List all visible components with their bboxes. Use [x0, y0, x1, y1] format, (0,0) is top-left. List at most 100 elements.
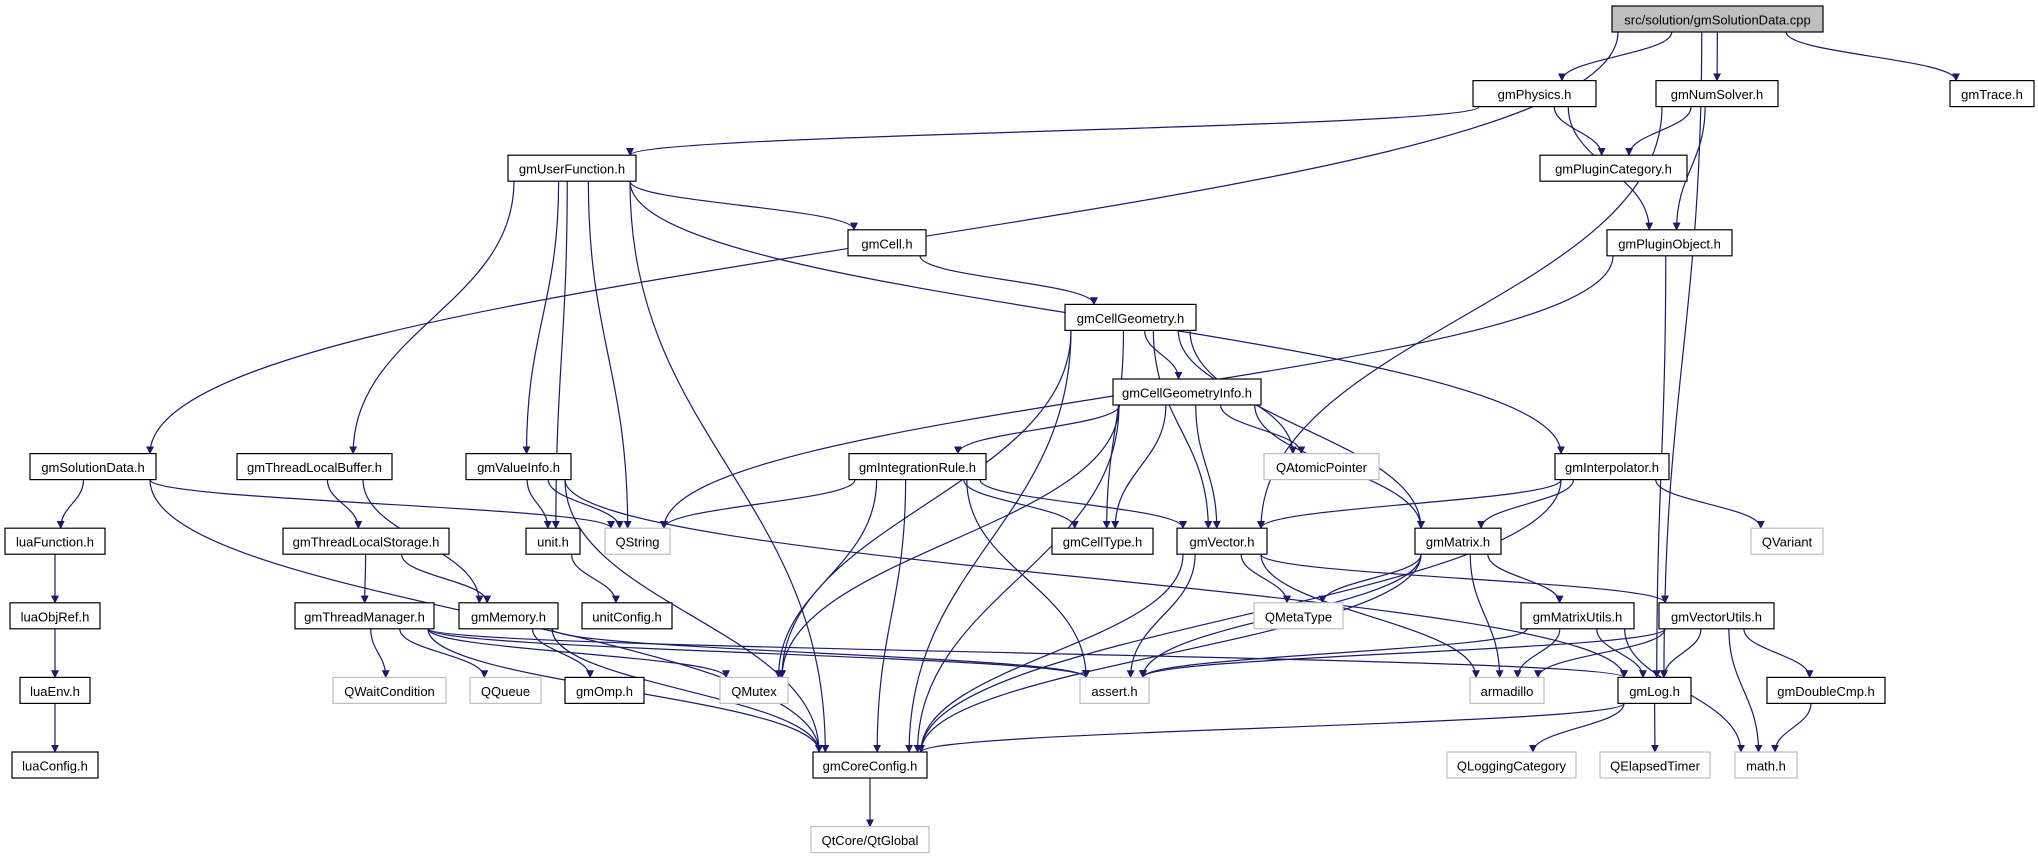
node-label: gmCellGeometry.h	[1077, 311, 1184, 326]
edge-gmthreadlocalstorage-h-to-gmthreadmanager-h	[360, 554, 369, 604]
edge-gmintegrationrule-h-to-gmcelltype-h	[963, 479, 1079, 529]
node-assert-h: assert.h	[1079, 676, 1150, 705]
node-box	[719, 676, 789, 705]
edge-gmvector-h-to-gmvectorutils-h	[1260, 553, 1669, 604]
node-gmmatrixutils-h[interactable]: gmMatrixUtils.h	[1520, 602, 1635, 630]
node-qmetatype: QMetaType	[1253, 602, 1344, 630]
node-box	[1051, 527, 1154, 555]
edge-gmthreadmanager-h-to-qmutex	[427, 628, 730, 679]
node-box	[1414, 527, 1502, 555]
edge-gmmemory-h-to-assert-h	[551, 628, 1090, 679]
node-gmpluginobject-h[interactable]: gmPluginObject.h	[1606, 229, 1733, 257]
node-box	[1469, 676, 1545, 705]
edge-gmlog-h-to-qloggingcategory	[1528, 703, 1625, 753]
node-gmlog-h[interactable]: gmLog.h	[1617, 676, 1692, 705]
node-box	[1599, 751, 1711, 779]
node-gmomp-h[interactable]: gmOmp.h	[564, 676, 645, 705]
node-gmvalueinfo-h[interactable]: gmValueInfo.h	[465, 453, 572, 481]
node-gmintegrationrule-h[interactable]: gmIntegrationRule.h	[848, 453, 987, 481]
node-gmplugincategory-h[interactable]: gmPluginCategory.h	[1539, 154, 1688, 182]
node-gmdoublecmp-h[interactable]: gmDoubleCmp.h	[1766, 676, 1886, 705]
node-gmvector-h[interactable]: gmVector.h	[1176, 527, 1268, 555]
edge-gmmatrix-h-to-qmetatype	[1318, 554, 1422, 604]
node-gmthreadmanager-h[interactable]: gmThreadManager.h	[294, 602, 435, 630]
node-math-h: math.h	[1734, 751, 1798, 779]
edge-unit-h-to-unitconfig-h	[570, 554, 620, 604]
node-gmcelltype-h[interactable]: gmCellType.h	[1051, 527, 1154, 555]
node-luaenv-h[interactable]: luaEnv.h	[19, 676, 91, 705]
node-src-solution-gmsolutiondata-cpp[interactable]: src/solution/gmSolutionData.cpp	[1611, 5, 1824, 33]
node-box	[1949, 79, 2035, 108]
node-unit-h[interactable]: unit.h	[525, 527, 581, 555]
node-armadillo: armadillo	[1469, 676, 1545, 705]
node-box	[332, 676, 447, 705]
node-label: gmMemory.h	[471, 609, 546, 624]
node-box	[848, 453, 987, 481]
edge-gmvector-h-to-armadillo	[1260, 554, 1480, 679]
node-gmmatrix-h[interactable]: gmMatrix.h	[1414, 527, 1502, 555]
edge-gmvectorutils-h-to-assert-h	[1139, 628, 1666, 679]
node-label: gmCellType.h	[1063, 535, 1142, 550]
node-box	[810, 825, 930, 854]
node-qtcore-qtglobal: QtCore/QtGlobal	[810, 825, 930, 854]
node-label: gmVectorUtils.h	[1671, 609, 1762, 624]
edge-gmlog-h-to-gmcoreconfig-h	[917, 702, 1625, 753]
node-label: gmSolutionData.h	[41, 460, 144, 475]
node-label: src/solution/gmSolutionData.cpp	[1624, 13, 1810, 28]
node-luaconfig-h[interactable]: luaConfig.h	[11, 751, 99, 779]
edge-gminterpolator-h-to-qvariant	[1655, 479, 1765, 529]
node-gmvectorutils-h[interactable]: gmVectorUtils.h	[1658, 602, 1775, 630]
node-label: math.h	[1746, 759, 1786, 774]
node-label: gmValueInfo.h	[477, 460, 560, 475]
edge-gmvector-h-to-qmetatype	[1240, 554, 1292, 604]
edge-gmvectorutils-h-to-gmdoublecmp-h	[1743, 628, 1814, 679]
edge-gmvector-h-to-assert-h	[1126, 554, 1196, 679]
node-luaobjref-h[interactable]: luaObjRef.h	[9, 602, 101, 630]
node-label: QQueue	[481, 684, 530, 699]
edge-src-solution-gmsolutiondata-cpp-to-gmtrace-h	[1785, 31, 1960, 82]
node-unitconfig-h[interactable]: unitConfig.h	[581, 602, 673, 630]
node-gmphysics-h[interactable]: gmPhysics.h	[1472, 79, 1597, 108]
node-box	[604, 527, 671, 555]
edge-gminterpolator-h-to-gmvector-h	[1257, 479, 1562, 529]
node-label: gmInterpolator.h	[1565, 460, 1659, 475]
node-label: QMetaType	[1265, 609, 1332, 624]
node-box	[1520, 602, 1635, 630]
edge-gmcell-h-to-gmcellgeometry-h	[919, 255, 1098, 306]
node-gmthreadlocalbuffer-h[interactable]: gmThreadLocalBuffer.h	[236, 453, 393, 481]
node-label: gmTrace.h	[1961, 87, 2023, 102]
node-gmcellgeometry-h[interactable]: gmCellGeometry.h	[1064, 303, 1197, 331]
node-box	[507, 154, 637, 182]
node-label: gmMatrixUtils.h	[1533, 609, 1623, 624]
node-box	[1472, 79, 1597, 108]
edge-gmmatrix-h-to-armadillo	[1469, 554, 1504, 679]
node-gmnumsolver-h[interactable]: gmNumSolver.h	[1655, 79, 1779, 108]
node-gmcellgeometryinfo-h[interactable]: gmCellGeometryInfo.h	[1112, 378, 1262, 406]
node-gmthreadlocalstorage-h[interactable]: gmThreadLocalStorage.h	[282, 527, 450, 555]
node-gmmemory-h[interactable]: gmMemory.h	[458, 602, 559, 630]
node-gmuserfunction-h[interactable]: gmUserFunction.h	[507, 154, 637, 182]
edge-gmsolutiondata-h-to-luafunction-h	[56, 479, 85, 529]
edge-gmphysics-h-to-gmuserfunction-h	[626, 106, 1480, 156]
edge-gmuserfunction-h-to-qstring	[587, 181, 632, 529]
node-luafunction-h[interactable]: luaFunction.h	[4, 527, 106, 555]
edge-gmthreadlocalbuffer-h-to-gmthreadlocalstorage-h	[326, 479, 363, 529]
edge-gminterpolator-h-to-gmmatrix-h	[1477, 479, 1575, 529]
edge-gmintegrationrule-h-to-qmutex	[774, 479, 878, 679]
edge-gmcellgeometry-h-to-gmcelltype-h	[1102, 330, 1125, 529]
node-label: gmCell.h	[861, 236, 912, 251]
edge-src-solution-gmsolutiondata-cpp-to-gmphysics-h	[1557, 31, 1673, 82]
node-gmcell-h[interactable]: gmCell.h	[847, 229, 927, 257]
node-gmtrace-h[interactable]: gmTrace.h	[1949, 79, 2035, 108]
node-box	[1263, 453, 1380, 481]
node-gmsolutiondata-h[interactable]: gmSolutionData.h	[29, 453, 157, 481]
node-box	[1734, 751, 1798, 779]
node-gminterpolator-h[interactable]: gmInterpolator.h	[1554, 453, 1670, 481]
edge-gmcellgeometryinfo-h-to-gmcoreconfig-h	[913, 404, 1120, 753]
node-label: gmCoreConfig.h	[823, 759, 918, 774]
edge-gmthreadmanager-h-to-qqueue	[399, 628, 489, 679]
node-box	[1176, 527, 1268, 555]
edge-gmuserfunction-h-to-gmthreadlocalbuffer-h	[349, 181, 515, 455]
node-gmcoreconfig-h[interactable]: gmCoreConfig.h	[812, 751, 928, 779]
edge-gmmemory-h-to-gmomp-h	[531, 628, 595, 679]
